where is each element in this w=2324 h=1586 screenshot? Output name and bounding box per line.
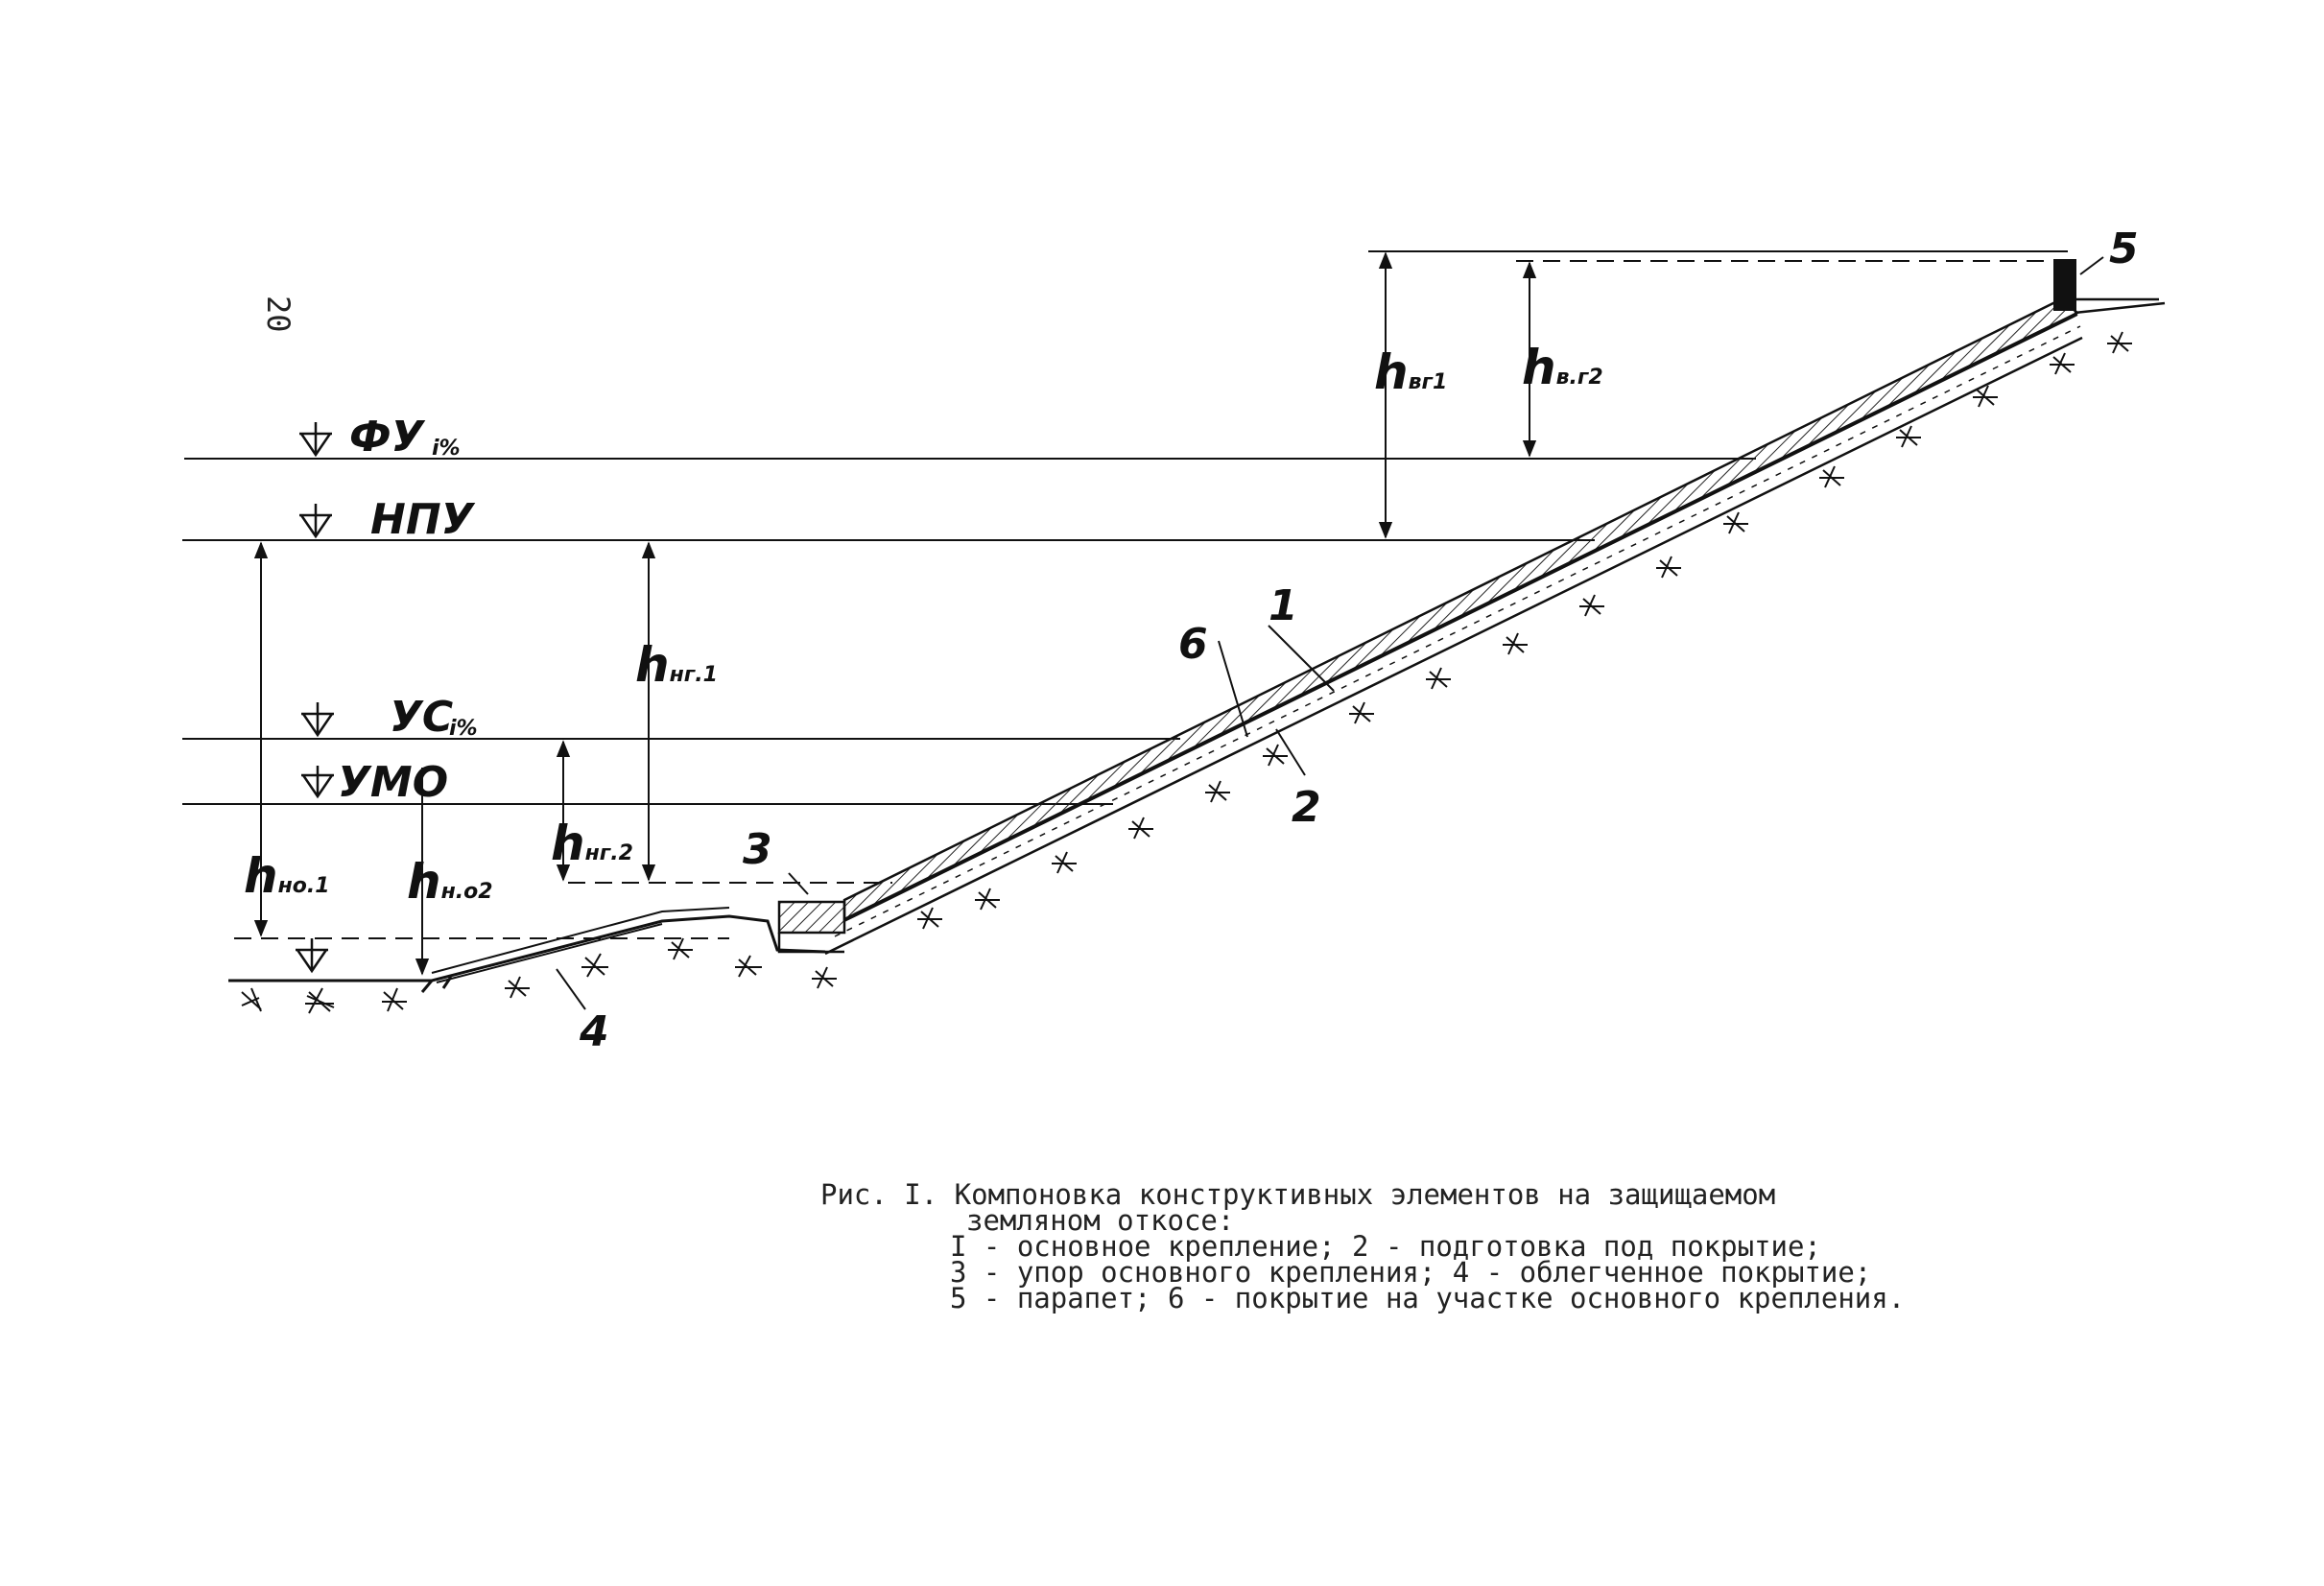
dimension-arrows	[253, 251, 1537, 976]
caption-line-5: 5 - парапет; 6 - покрытие на участке осн…	[950, 1282, 1906, 1314]
level-label-us-sub: i%	[449, 717, 478, 741]
level-label-fu: ФУ	[349, 413, 426, 462]
water-level-lines	[182, 250, 2068, 939]
callout-1: 1	[1269, 581, 1298, 630]
caption-line-4: 3 - упор основного крепления; 4 - облегч…	[950, 1256, 1872, 1289]
figure-caption: Рис. I. Компоновка конструктивных элемен…	[820, 1178, 2260, 1314]
level-marker-us-icon	[301, 702, 334, 738]
label-h-no2: hн.о2	[407, 854, 493, 910]
preparation-layer-dashed	[834, 325, 2081, 937]
level-markers	[296, 422, 334, 974]
callout-6: 6	[1178, 620, 1208, 669]
main-protection-layer	[842, 297, 2080, 922]
level-marker-fu-icon	[299, 422, 332, 458]
level-label-us: УС	[390, 693, 453, 742]
height-labels: hвг1 hв.г2 hнг.1 hнг.2 hно.1 hн.о2	[244, 340, 1603, 910]
preparation-layer-bottom	[824, 336, 2083, 956]
ground-surface	[228, 914, 826, 993]
level-marker-npu-icon	[299, 504, 332, 539]
level-label-npu: НПУ	[370, 495, 476, 544]
callout-4: 4	[579, 1007, 609, 1056]
label-h-vg1: hвг1	[1374, 344, 1447, 400]
label-h-ng1: hнг.1	[635, 637, 718, 693]
caption-line-2: земляном откосе:	[966, 1204, 1235, 1237]
toe-stop-element	[777, 900, 846, 954]
level-label-fu-sub: i%	[432, 437, 461, 461]
lightweight-cover-layer	[431, 907, 730, 983]
preparation-layer-top	[843, 314, 2078, 922]
label-h-ng2: hнг.2	[551, 816, 633, 871]
page-number: 20	[260, 296, 296, 333]
level-marker-umo-icon	[301, 766, 334, 799]
level-marker-bottom-icon	[296, 938, 328, 974]
callout-5: 5	[2109, 225, 2139, 273]
slope-layers	[824, 297, 2083, 956]
parapet	[2053, 259, 2166, 315]
caption-line-1: Рис. I. Компоновка конструктивных элемен…	[820, 1178, 1776, 1211]
callout-2: 2	[1292, 783, 1321, 832]
label-h-no1: hно.1	[244, 848, 330, 904]
caption-line-3: I - основное крепление; 2 - подготовка п…	[950, 1230, 1821, 1263]
callout-leaders	[556, 256, 2104, 1010]
label-h-vg2: hв.г2	[1522, 340, 1603, 395]
level-label-umo: УМО	[338, 758, 448, 807]
callout-3: 3	[743, 825, 772, 874]
soil-hatch-marks	[241, 331, 2132, 1014]
